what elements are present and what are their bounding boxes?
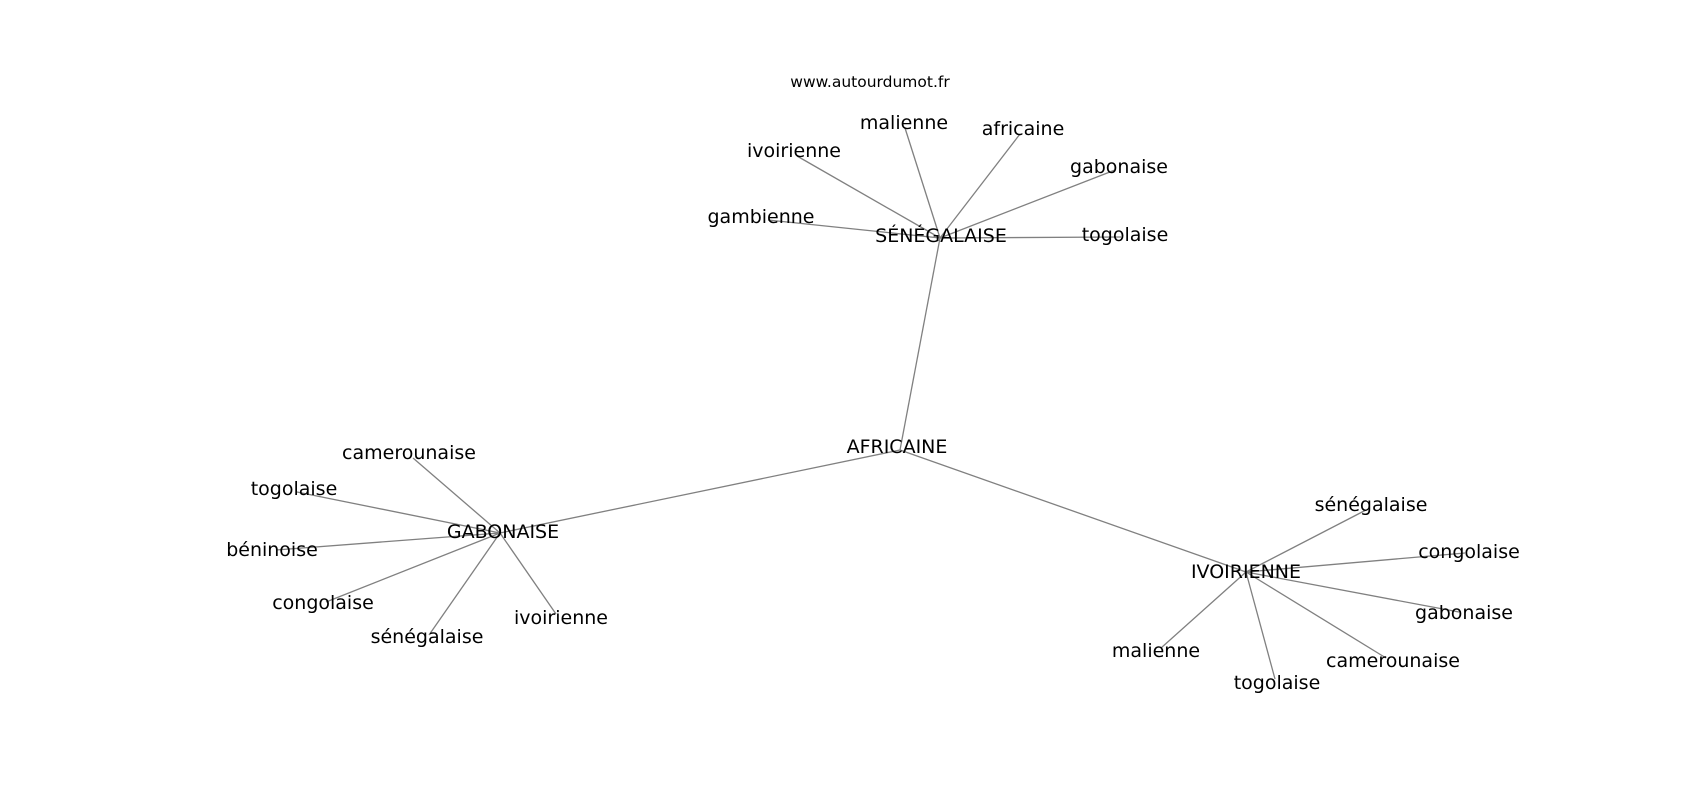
word-node-sen-ivoirienne[interactable]: ivoirienne xyxy=(747,140,841,162)
edge-africaine_hub-gabonaise_hub xyxy=(499,449,901,534)
edge-ivoirienne_hub-ivo_gabonaise xyxy=(1245,571,1460,613)
edge-africaine_hub-ivoirienne_hub xyxy=(899,449,1247,573)
edges-layer xyxy=(275,127,1466,680)
edge-senegalaise_hub-sen_gambienne xyxy=(767,219,941,239)
edge-gabonaise_hub-gab_camerounaise xyxy=(412,457,501,534)
edge-ivoirienne_hub-ivo_togolaise xyxy=(1245,571,1276,680)
word-node-ivo-gabonaise[interactable]: gabonaise xyxy=(1415,602,1513,624)
edge-senegalaise_hub-sen_malienne xyxy=(904,127,941,239)
word-node-gab-senegalaise[interactable]: sénégalaise xyxy=(371,626,484,648)
edge-ivoirienne_hub-ivo_camerounaise xyxy=(1245,571,1387,659)
word-node-sen-gambienne[interactable]: gambienne xyxy=(707,206,814,228)
word-node-sen-africaine[interactable]: africaine xyxy=(982,118,1065,140)
edge-africaine_hub-senegalaise_hub xyxy=(899,237,941,451)
edge-senegalaise_hub-sen_africaine xyxy=(939,133,1021,239)
word-node-gab-ivoirienne[interactable]: ivoirienne xyxy=(514,607,608,629)
word-node-gab-togolaise[interactable]: togolaise xyxy=(251,478,338,500)
word-node-ivo-senegalaise[interactable]: sénégalaise xyxy=(1315,494,1428,516)
edge-senegalaise_hub-sen_gabonaise xyxy=(939,169,1116,239)
hub-node-gabonaise-hub[interactable]: GABONAISE xyxy=(447,521,559,543)
hub-node-senegalaise-hub[interactable]: SÉNÉGALAISE xyxy=(875,224,1007,247)
edge-senegalaise_hub-sen_togolaise xyxy=(939,236,1122,239)
word-node-ivo-togolaise[interactable]: togolaise xyxy=(1234,672,1321,694)
word-node-sen-togolaise[interactable]: togolaise xyxy=(1082,224,1169,246)
hub-node-africaine-hub[interactable]: AFRICAINE xyxy=(847,436,948,458)
word-node-gab-camerounaise[interactable]: camerounaise xyxy=(342,442,476,464)
word-node-sen-gabonaise[interactable]: gabonaise xyxy=(1070,156,1168,178)
edge-gabonaise_hub-gab_beninoise xyxy=(275,532,501,551)
edge-gabonaise_hub-gab_ivoirienne xyxy=(499,532,557,615)
word-node-ivo-camerounaise[interactable]: camerounaise xyxy=(1326,650,1460,672)
edge-ivoirienne_hub-ivo_malienne xyxy=(1160,571,1247,649)
edge-gabonaise_hub-gab_togolaise xyxy=(296,491,501,534)
edge-senegalaise_hub-sen_ivoirienne xyxy=(796,155,941,239)
word-node-sen-malienne[interactable]: malienne xyxy=(860,112,948,134)
watermark[interactable]: www.autourdumot.fr xyxy=(790,73,950,91)
edge-gabonaise_hub-gab_senegalaise xyxy=(428,532,501,636)
labels-layer: www.autourdumot.fr AFRICAINE SÉNÉGALAISE G… xyxy=(226,73,1520,694)
edge-ivoirienne_hub-ivo_congolaise xyxy=(1245,552,1466,573)
word-node-ivo-congolaise[interactable]: congolaise xyxy=(1418,541,1520,563)
edge-gabonaise_hub-gab_congolaise xyxy=(325,532,501,603)
word-node-gab-beninoise[interactable]: béninoise xyxy=(226,539,318,561)
hub-node-ivoirienne-hub[interactable]: IVOIRIENNE xyxy=(1191,561,1301,583)
word-node-ivo-malienne[interactable]: malienne xyxy=(1112,640,1200,662)
word-node-gab-congolaise[interactable]: congolaise xyxy=(272,592,374,614)
edge-ivoirienne_hub-ivo_senegalaise xyxy=(1245,509,1367,573)
